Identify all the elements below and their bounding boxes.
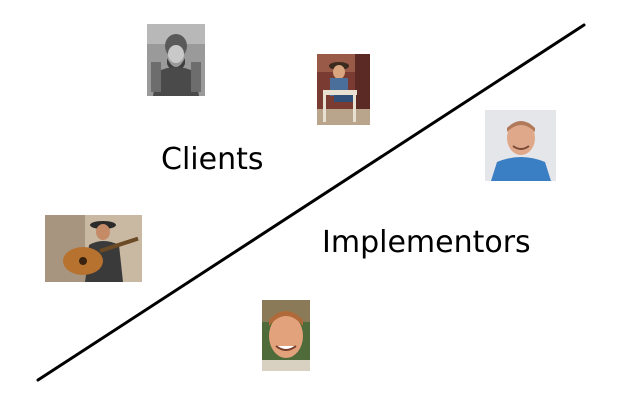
clients-label: Clients	[161, 142, 264, 177]
implementor-photo-smiling-man	[262, 300, 310, 371]
client-photo-guitar-player	[45, 215, 142, 282]
implementor-photo-blue-shirt	[485, 110, 556, 181]
client-photo-man-on-porch	[317, 54, 370, 125]
implementors-label: Implementors	[322, 225, 531, 260]
client-photo-bearded-hiker	[147, 24, 205, 96]
